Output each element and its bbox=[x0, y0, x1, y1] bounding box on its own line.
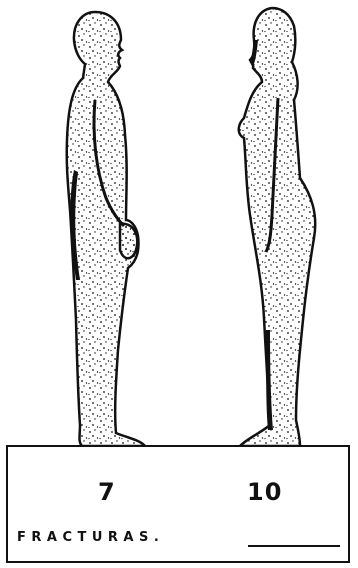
caption-fracturas: FRACTURAS. bbox=[17, 530, 164, 545]
caption-underline bbox=[248, 545, 340, 547]
female-figure bbox=[239, 8, 316, 446]
male-figure bbox=[67, 12, 145, 446]
male-hand bbox=[120, 224, 137, 258]
male-fracture-count: 7 bbox=[98, 478, 116, 506]
female-silhouette bbox=[239, 8, 316, 446]
female-fracture-count: 10 bbox=[247, 478, 282, 506]
